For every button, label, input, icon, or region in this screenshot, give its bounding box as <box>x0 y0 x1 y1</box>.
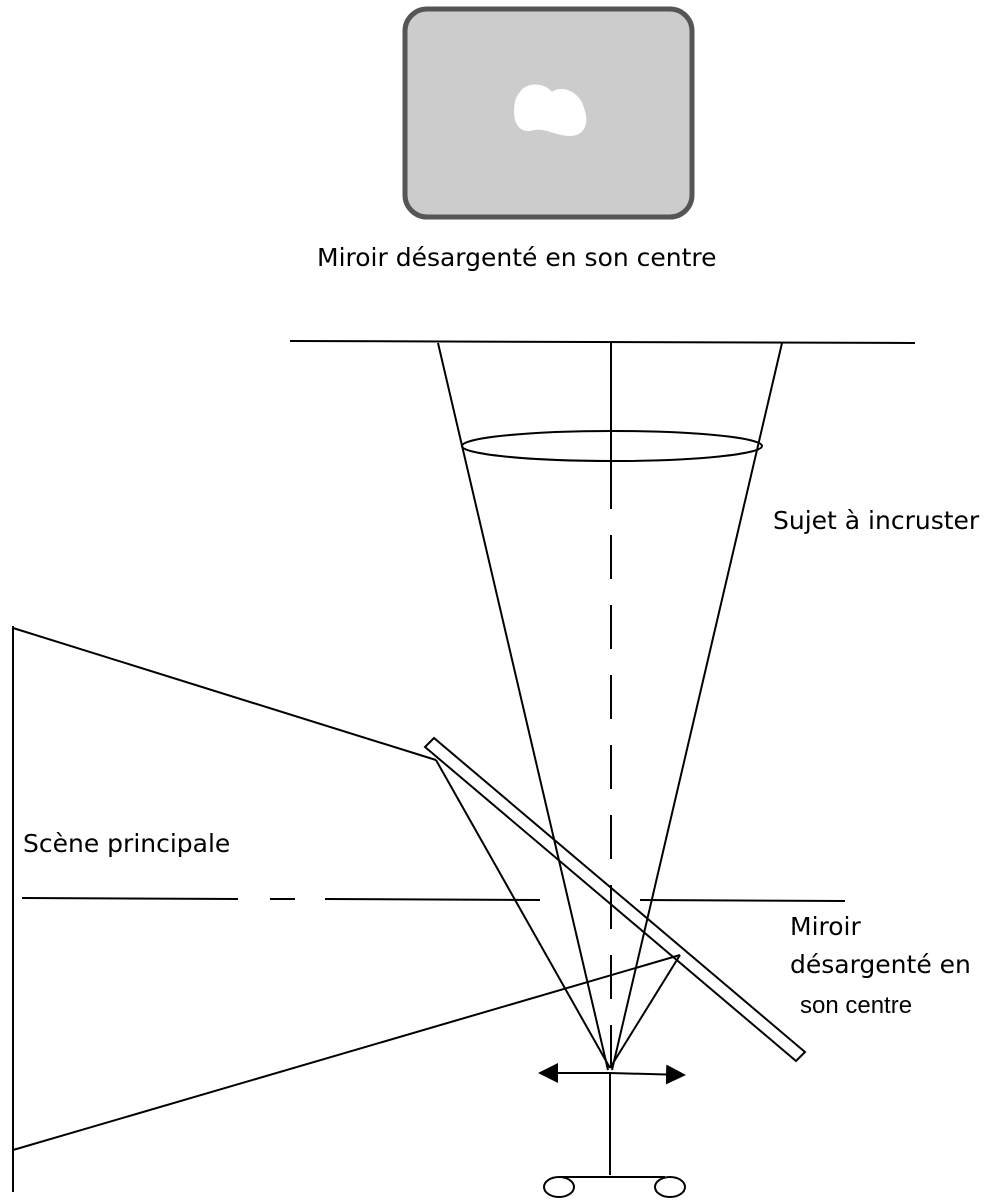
main-scene-ray-upper-reflected <box>435 759 611 1069</box>
subject-label: Sujet à incruster <box>773 506 980 535</box>
subject-plane-line <box>289 340 916 344</box>
main-scene-label: Scène principale <box>23 829 230 858</box>
semi-silvered-mirror <box>423 736 807 1063</box>
subject-cone-left-edge <box>437 342 609 1071</box>
main-scene-ray-upper <box>12 627 437 761</box>
camera-wheel-left <box>543 1176 575 1198</box>
mirror-desilvered-spot <box>514 84 587 136</box>
horizon-line-left <box>21 897 239 900</box>
main-scene-ray-lower <box>12 954 681 1151</box>
mirror-label-line2: désargenté en <box>790 950 971 979</box>
subject-cone-right-edge <box>611 342 783 1071</box>
mirror-label-line3: son centre <box>800 992 912 1019</box>
horizon-line-right <box>324 898 541 901</box>
mirror-label-line1: Miroir <box>790 912 861 941</box>
camera-arrow-right <box>609 1064 686 1085</box>
horizon-line-far-right <box>639 899 846 902</box>
main-scene-ray-lower-reflected <box>609 954 681 1069</box>
camera-wheel-right <box>654 1176 686 1198</box>
mirror-preview-caption: Miroir désargenté en son centre <box>317 243 717 272</box>
mirror-preview <box>402 6 695 220</box>
